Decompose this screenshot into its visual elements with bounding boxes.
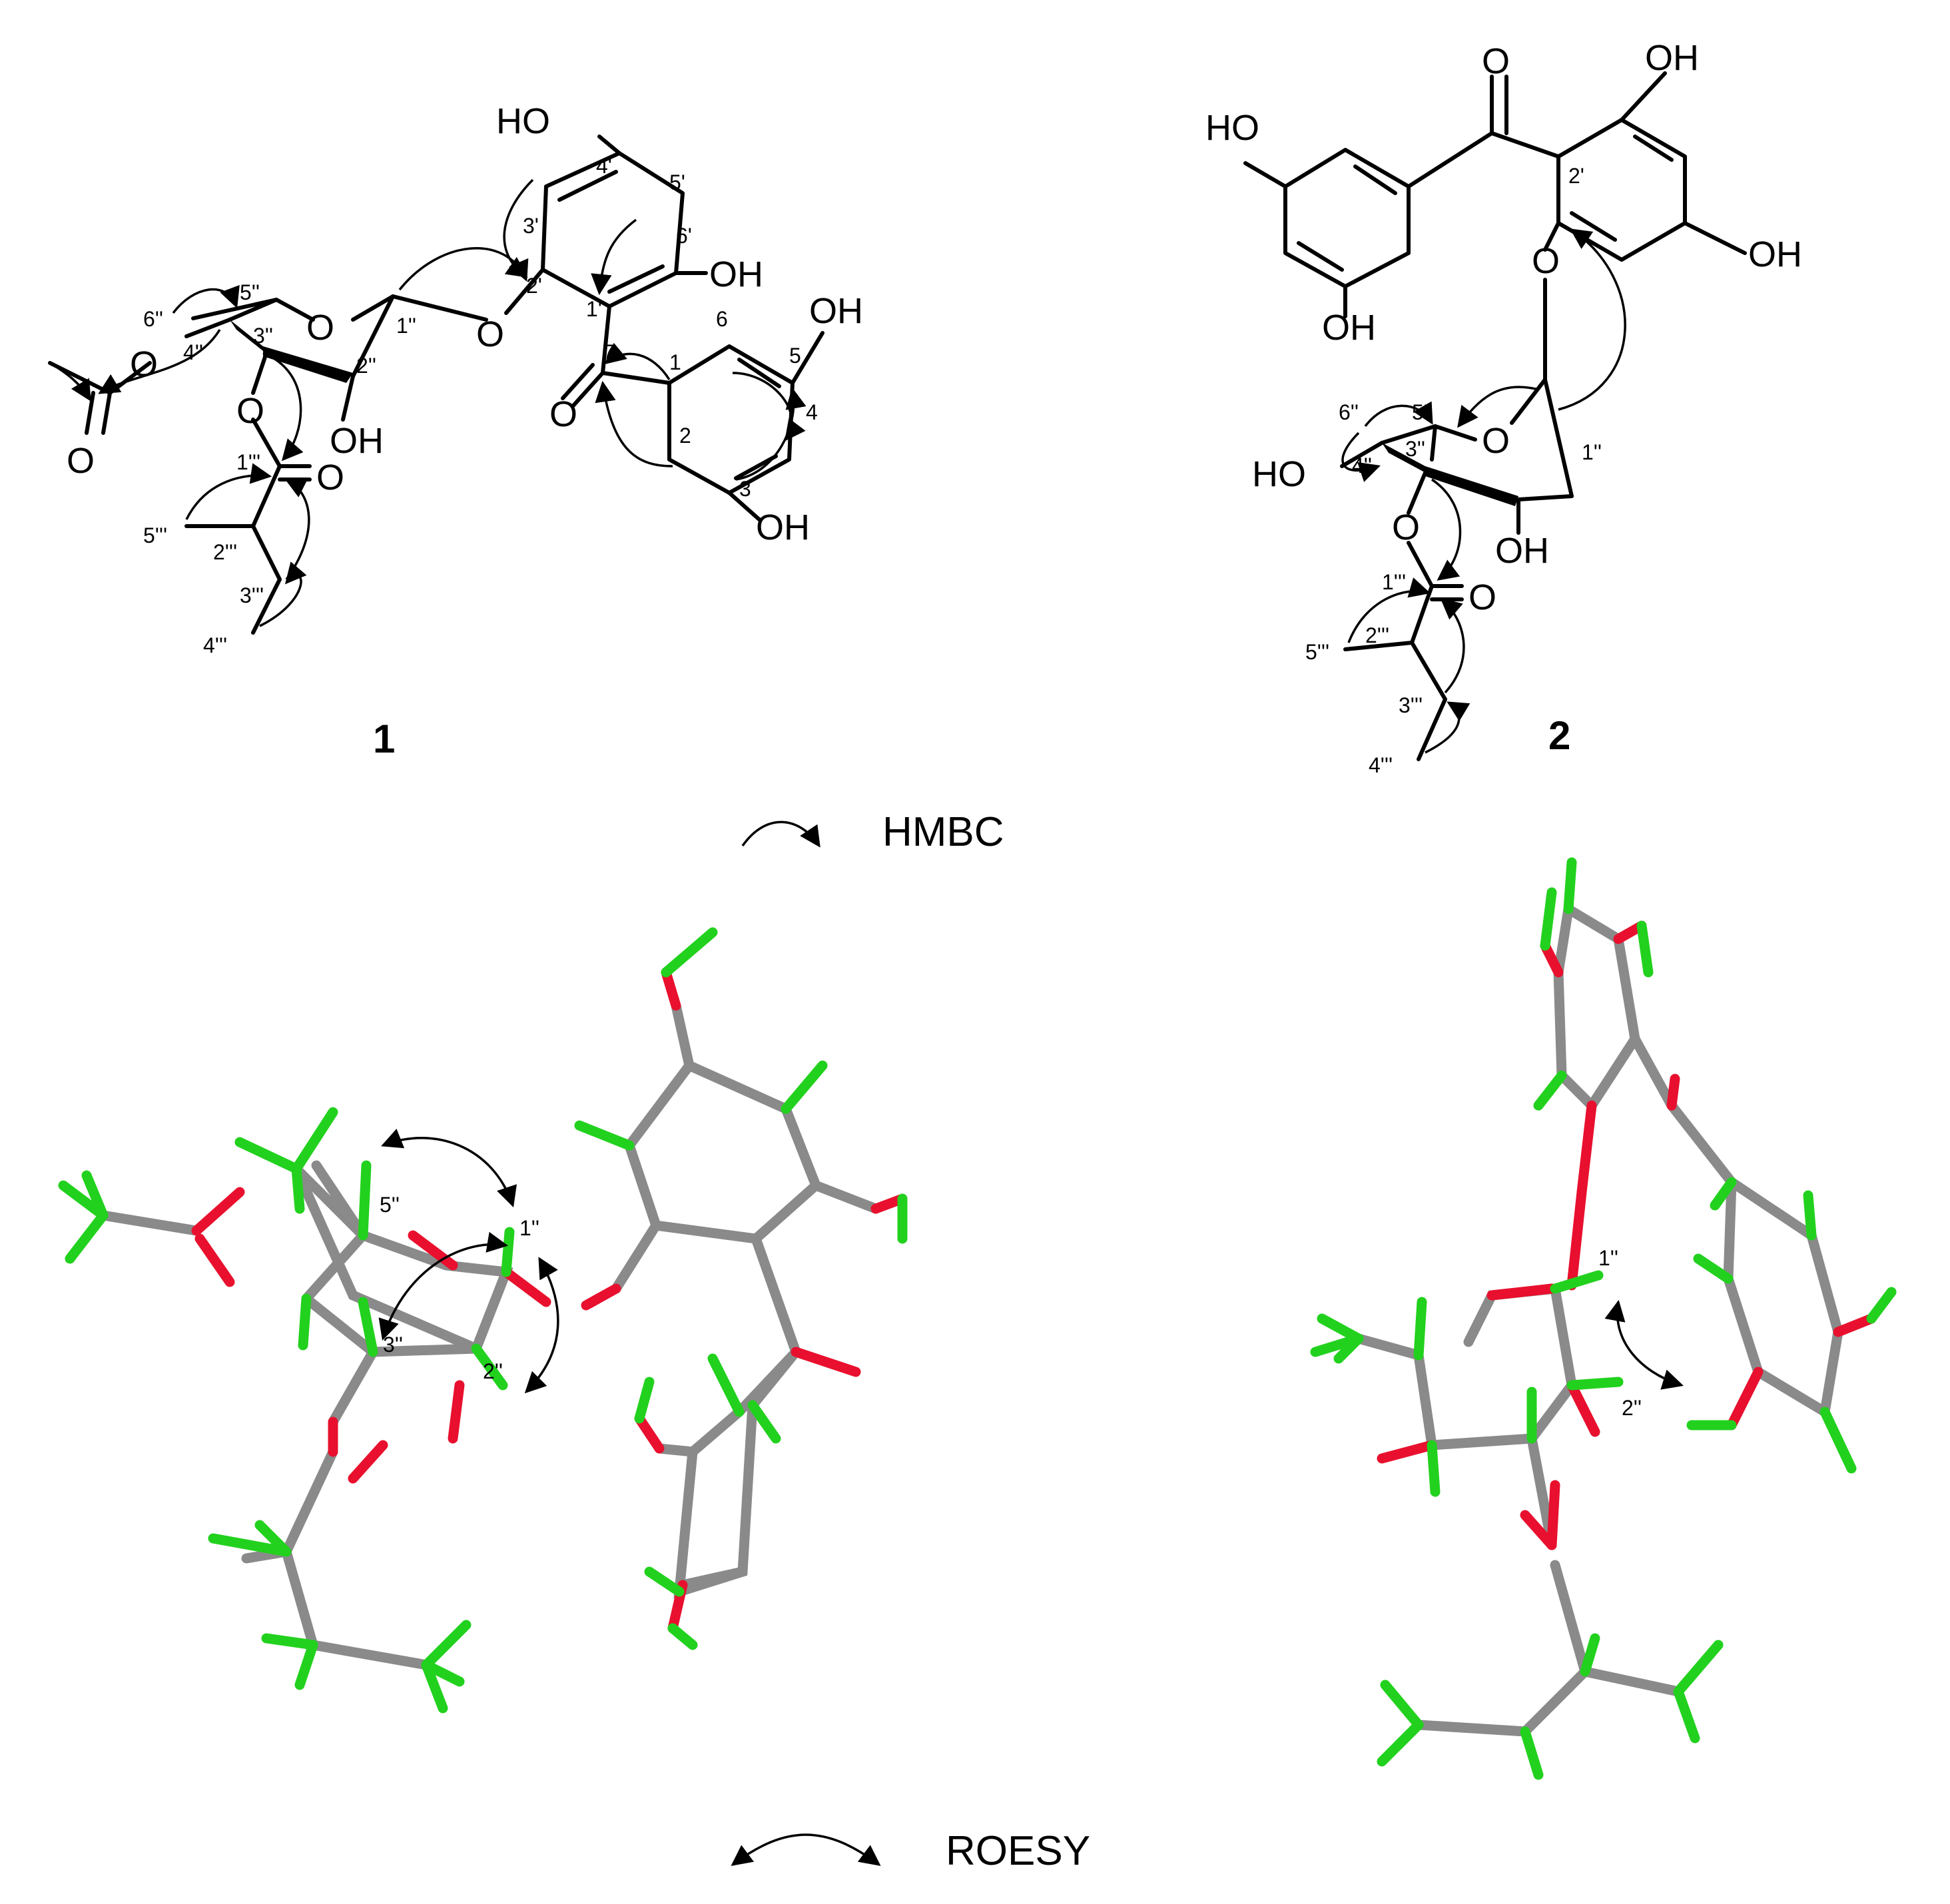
- atom-label: O: [1468, 577, 1496, 617]
- position-number: 1': [586, 297, 602, 321]
- atom-label: O: [236, 391, 264, 431]
- atom-label: O: [306, 308, 334, 348]
- position-number: 1'': [1582, 440, 1602, 464]
- hmbc-legend: HMBC: [741, 809, 1004, 855]
- atom-label: O: [549, 394, 577, 434]
- position-number: 4: [806, 400, 818, 424]
- position-number: 6'': [1339, 400, 1359, 424]
- position-number: 2': [526, 274, 542, 298]
- position-number: 5''': [143, 523, 167, 547]
- compound-1-label: 1: [373, 717, 395, 761]
- position-number: 2'': [356, 354, 376, 378]
- atom-label: HO: [496, 101, 550, 141]
- position-number: 6': [676, 224, 692, 248]
- atom-label: OH: [1495, 531, 1549, 571]
- compound-1-hmbc-arrows: [49, 178, 807, 627]
- position-number: 5'': [380, 1193, 400, 1217]
- position-number: 2'': [483, 1359, 503, 1383]
- position-number: 4': [596, 154, 612, 178]
- position-number: 5': [669, 170, 685, 194]
- atom-label: OH: [1645, 38, 1699, 78]
- position-number: 3': [523, 214, 539, 238]
- position-number: 1'': [519, 1216, 539, 1240]
- compound-1-atom-labels: HO OH O O OH OH O OH O O O O: [67, 101, 863, 547]
- atom-label: O: [1482, 421, 1510, 461]
- position-number: 2''': [1365, 623, 1389, 647]
- atom-label: O: [1482, 41, 1510, 81]
- compound-1-roesy-arrows: [378, 1128, 559, 1394]
- position-number: 3'': [253, 324, 273, 348]
- position-number: 4''': [203, 633, 227, 657]
- compound-1-structure: [48, 135, 824, 635]
- position-number: 2: [679, 424, 691, 448]
- position-number: 2''': [213, 540, 237, 564]
- atom-label: OH: [809, 291, 863, 331]
- position-number: 5: [789, 344, 801, 368]
- position-number: 1''': [236, 450, 260, 474]
- position-number: 6'': [143, 307, 163, 331]
- position-number: 3''': [1399, 693, 1423, 717]
- compound-1-3d-model: [58, 927, 908, 1714]
- position-number: 3'': [383, 1333, 403, 1357]
- position-number: 1'': [1598, 1246, 1618, 1270]
- atom-label: OH: [709, 254, 763, 294]
- compound-1-ring-a: [667, 344, 795, 495]
- hmbc-arrow-icon: [741, 820, 820, 848]
- atom-label: O: [130, 344, 158, 384]
- position-number: 3'': [1405, 437, 1425, 461]
- atom-label: OH: [756, 507, 810, 547]
- position-number: 3: [739, 477, 751, 501]
- position-number: 3''': [240, 583, 264, 607]
- compound-2-structure: [1243, 71, 1747, 761]
- compound-2-atom-labels: O OH HO OH OH O O HO OH O O: [1205, 38, 1802, 617]
- position-number: 6: [716, 307, 728, 331]
- hmbc-legend-label: HMBC: [882, 809, 1004, 855]
- position-number: 4'': [1352, 454, 1372, 477]
- position-number: 5''': [1305, 640, 1329, 664]
- position-number: 1: [669, 350, 681, 374]
- compound-2-label: 2: [1548, 713, 1570, 758]
- position-number: 4''': [1369, 753, 1393, 777]
- atom-label: O: [67, 441, 95, 481]
- atom-label: OH: [1322, 308, 1376, 348]
- atom-label: HO: [1252, 454, 1306, 494]
- roesy-legend: ROESY: [731, 1828, 1090, 1874]
- compound-1-ring-b: [541, 151, 685, 308]
- atom-label: O: [1392, 507, 1420, 547]
- atom-label: O: [1532, 241, 1560, 281]
- atom-label: O: [476, 314, 504, 354]
- roesy-legend-label: ROESY: [946, 1828, 1090, 1874]
- position-number: 1'': [396, 314, 416, 338]
- roesy-arrow-icon: [731, 1833, 881, 1866]
- atom-label: OH: [1748, 234, 1802, 274]
- position-number: 1''': [1382, 570, 1406, 594]
- position-number: 5'': [240, 280, 260, 304]
- atom-label: O: [316, 458, 344, 497]
- compound-2-ring-left: [1283, 148, 1411, 288]
- compound-2-ring-right: [1556, 118, 1687, 262]
- position-number: 2': [1568, 164, 1584, 188]
- compound-2-3d-labels: 1'' 2'': [1598, 1246, 1642, 1420]
- atom-label: HO: [1205, 108, 1259, 148]
- atom-label: OH: [330, 421, 384, 461]
- compound-2-roesy-arrows: [1604, 1299, 1684, 1390]
- compound-2-hmbc-arrows: [1341, 228, 1626, 754]
- position-number: 2'': [1622, 1396, 1642, 1420]
- compound-2-3d-model: [1310, 857, 1897, 1780]
